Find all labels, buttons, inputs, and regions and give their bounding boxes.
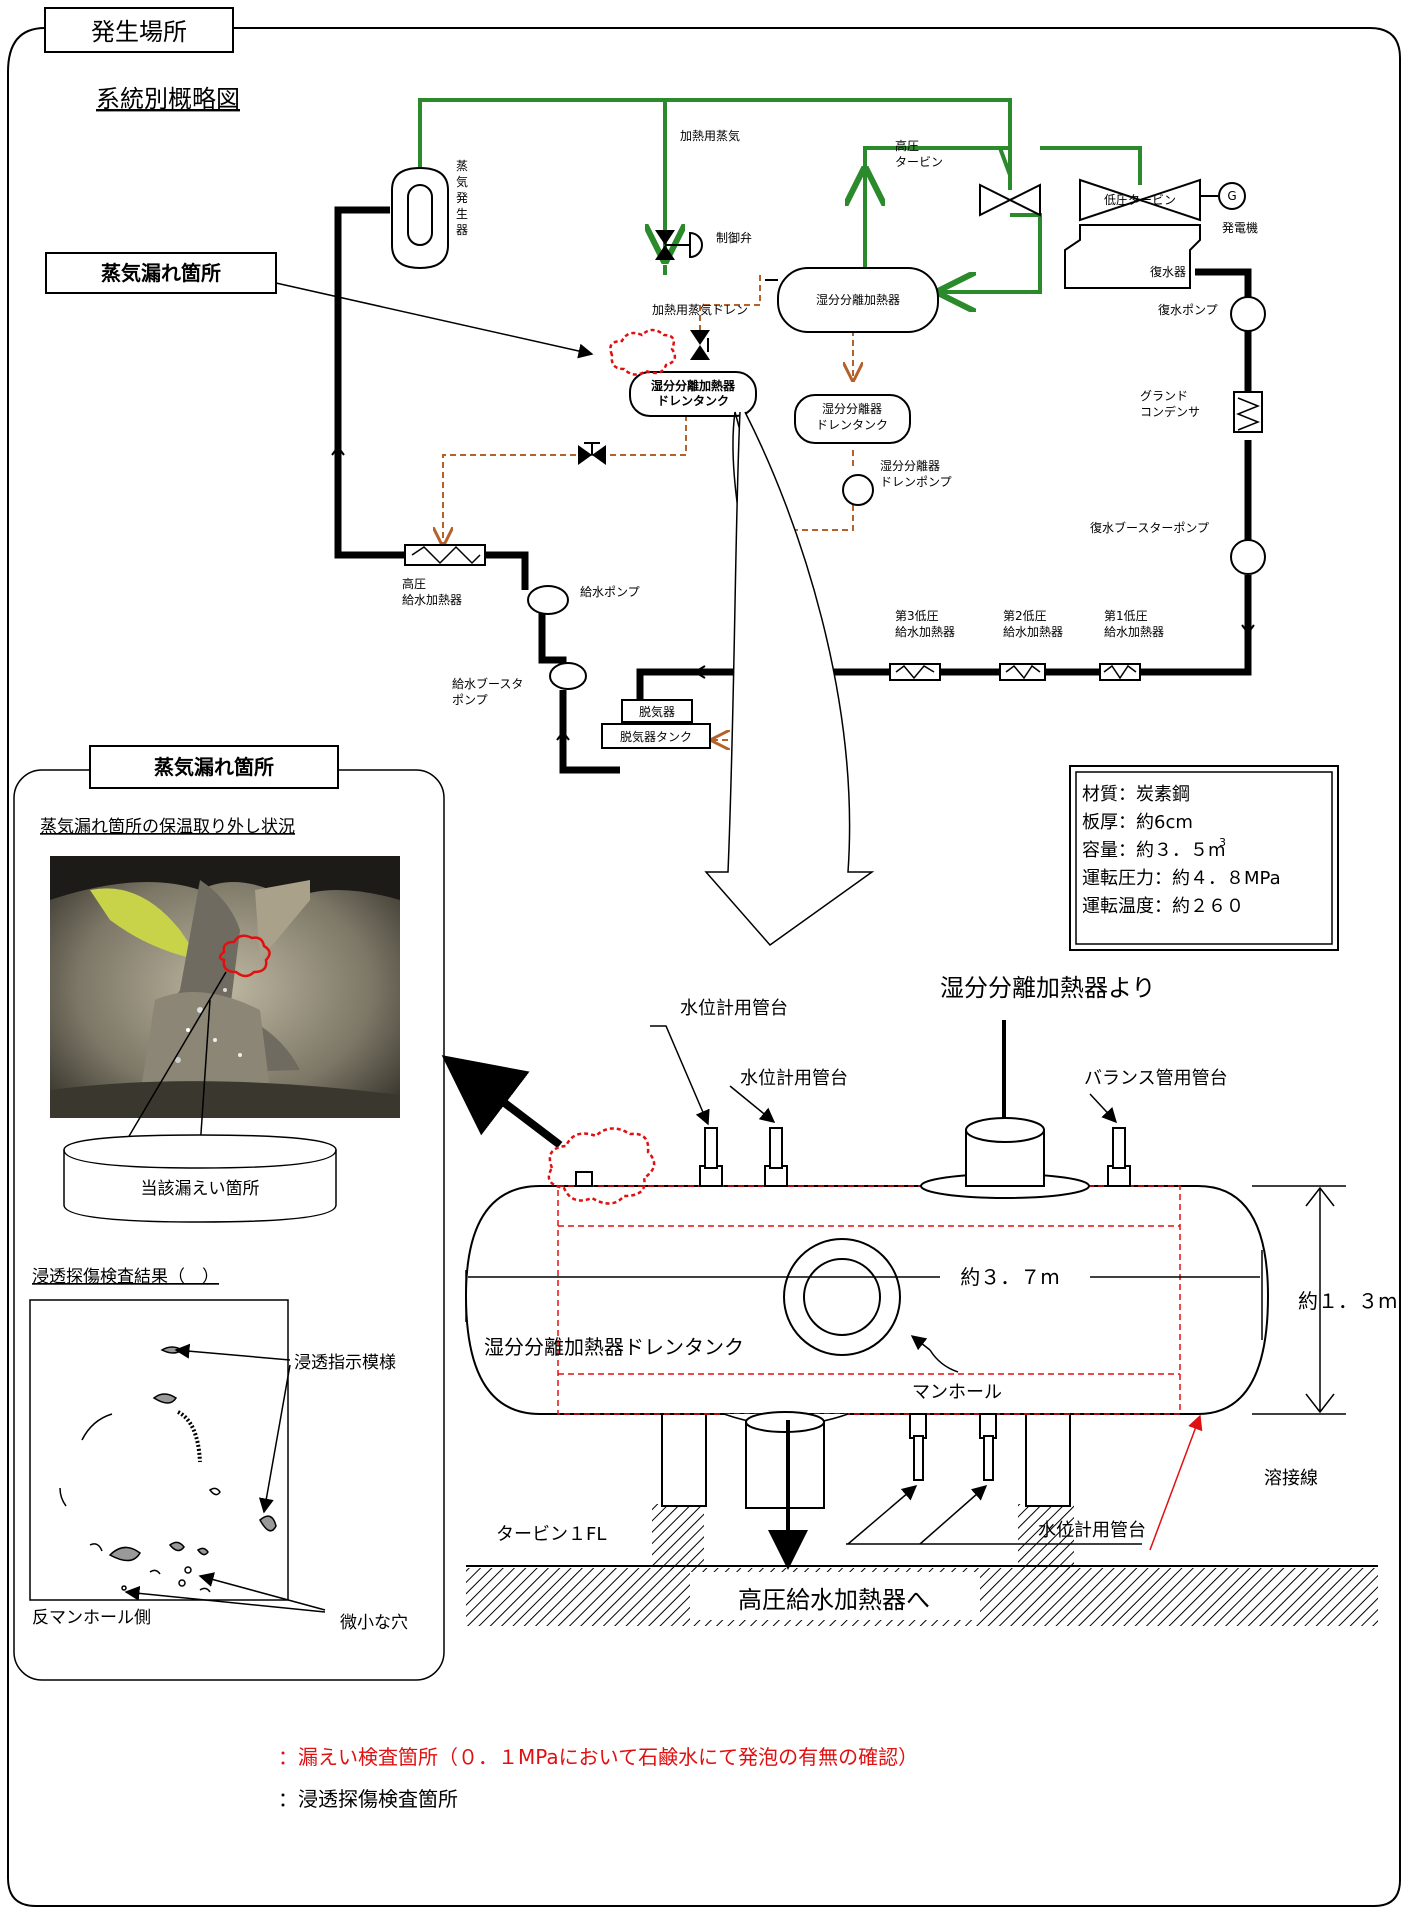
hp-turbine-label: 高圧タービン: [895, 138, 943, 169]
heating-steam-drain-label: 加熱用蒸気ドレン: [652, 302, 748, 317]
bottom-nozzle: [723, 1411, 849, 1509]
spec-temperature: 運転温度：約２６０: [1082, 896, 1244, 917]
detail-arrow: [704, 411, 875, 947]
manhole: [783, 1238, 901, 1356]
location-tab: [44, 7, 234, 53]
from-msr-label: 湿分分離加熱器より: [940, 974, 1156, 1002]
legend-pt-test: ：浸透探傷検査箇所: [278, 1787, 458, 1811]
spec-capacity-sup: 3: [1219, 836, 1226, 849]
turbine-floor-label: タービン１FL: [496, 1524, 606, 1545]
drain-valve-top: [690, 330, 710, 360]
control-valve: [655, 230, 703, 260]
length-label: 約３．７m: [960, 1265, 1059, 1289]
pt-small-holes-label: 微小な穴: [340, 1613, 408, 1633]
height-label: 約１．３m: [1298, 1289, 1397, 1313]
condensate-pump-label: 復水ポンプ: [1158, 302, 1218, 317]
steam-lines: [418, 98, 1142, 292]
inset-title: 蒸気漏れ箇所: [154, 755, 274, 779]
weld-line-label: 溶接線: [1264, 1468, 1318, 1489]
tank-supports: [652, 1409, 1074, 1570]
system-title: 系統別概略図: [96, 85, 240, 113]
photo-caption: 蒸気漏れ箇所の保温取り外し状況: [40, 817, 295, 837]
top-nozzle: [920, 1117, 1090, 1199]
spec-capacity: 容量：約３．５m: [1082, 840, 1226, 861]
hp-feedwater-heater-label: 高圧給水加熱器: [402, 576, 462, 607]
to-hp-heater-label: 高圧給水加熱器へ: [738, 1586, 930, 1614]
specs-box: [1069, 765, 1339, 951]
leak-cloud-system: [609, 328, 677, 376]
leak-cloud-tank: [547, 1127, 656, 1205]
feedwater-booster-pump-label: 給水ブースタポンプ: [452, 676, 523, 707]
deaerator-tank-label: 脱気器タンク: [620, 729, 692, 744]
leak-label-shape: [63, 1134, 337, 1223]
lp-turbine: [1079, 178, 1246, 222]
condensate-pump: [1230, 296, 1266, 332]
condenser-label: 復水器: [1150, 264, 1186, 279]
steam-generator-label: 蒸気発生器: [456, 159, 468, 237]
spec-thickness: 板厚：約6cm: [1082, 812, 1193, 833]
ms-drain-tank-label: 湿分分離器ドレンタンク: [816, 401, 888, 432]
leak-label: 当該漏えい箇所: [141, 1179, 260, 1199]
spec-pressure: 運転圧力：約４．８MPa: [1082, 868, 1281, 889]
pt-title: 浸透探傷検査結果（ ）: [32, 1267, 219, 1287]
level-nozzle-2-label: 水位計用管台: [740, 1068, 848, 1089]
msr-drain-tank-label: 湿分分離加熱器ドレンタンク: [651, 378, 736, 408]
pt-anti-manhole-label: 反マンホール側: [32, 1608, 151, 1628]
location-tab-label: 発生場所: [91, 18, 187, 46]
gland-condenser: [1233, 391, 1263, 433]
legend-leak-test: ：漏えい検査箇所（０．１MPaにおいて石鹸水にて発泡の有無の確認）: [278, 1745, 918, 1769]
generator-label: 発電機: [1222, 220, 1258, 235]
moisture-separator-reheater: [765, 267, 939, 333]
steam-generator: [391, 166, 449, 270]
tank-name-label: 湿分分離加熱器ドレンタンク: [484, 1335, 744, 1359]
feedwater-pump-label: 給水ポンプ: [580, 585, 640, 599]
outer-frame: [7, 27, 1401, 1907]
lp2-heater-label: 第2低圧給水加熱器: [1003, 609, 1063, 639]
booster-condensate-pump: [1230, 539, 1266, 575]
spec-material: 材質：炭素鋼: [1082, 784, 1190, 805]
lp-turbine-label: 低圧タービン: [1104, 193, 1176, 207]
generator-symbol: G: [1227, 189, 1236, 203]
pt-indication-label: 浸透指示模様: [294, 1353, 396, 1373]
steam-leak-callout: 蒸気漏れ箇所: [101, 261, 221, 285]
feedwater-pump: [527, 585, 569, 615]
booster-condensate-pump-label: 復水ブースターポンプ: [1090, 520, 1209, 535]
balance-nozzle-label: バランス管用管台: [1084, 1068, 1228, 1089]
leak-cloud-photo: [218, 934, 271, 978]
lp1-heater-label: 第1低圧給水加熱器: [1104, 609, 1164, 639]
level-nozzle-1-label: 水位計用管台: [680, 998, 788, 1019]
gland-condenser-label: グランドコンデンサ: [1140, 389, 1200, 419]
ms-drain-pump-label: 湿分分離器ドレンポンプ: [880, 458, 952, 489]
level-nozzles-bottom: [909, 1413, 997, 1481]
feedwater-pipes: [331, 206, 1255, 774]
deaerator-label: 脱気器: [639, 704, 675, 719]
steam-leak-callout-box: [45, 252, 277, 294]
feedwater-booster-pump: [549, 662, 587, 690]
deaerator: [601, 699, 711, 749]
hp-feedwater-heater: [404, 544, 486, 566]
lp-heaters: [889, 663, 1141, 681]
lp3-heater-label: 第3低圧給水加熱器: [895, 609, 955, 639]
hp-turbine: [979, 183, 1041, 217]
condenser: [1064, 224, 1201, 289]
msr-drain-tank: [629, 371, 757, 417]
drain-valve-mid: [578, 442, 606, 465]
ms-drain-tank: [794, 394, 911, 444]
leak-photo: [50, 856, 400, 1118]
ms-drain-pump: [842, 474, 874, 506]
pt-result-box: [29, 1299, 289, 1601]
manhole-label: マンホール: [912, 1382, 1002, 1403]
msr-label: 湿分分離加熱器: [816, 292, 900, 307]
control-valve-label: 制御弁: [716, 230, 752, 245]
level-nozzle-bottom-label: 水位計用管台: [1038, 1520, 1146, 1541]
heating-steam-label: 加熱用蒸気: [680, 128, 740, 143]
inset-title-box: [89, 745, 339, 789]
weld-line-box: [557, 1185, 1181, 1415]
level-nozzles-top: [575, 1127, 1131, 1187]
